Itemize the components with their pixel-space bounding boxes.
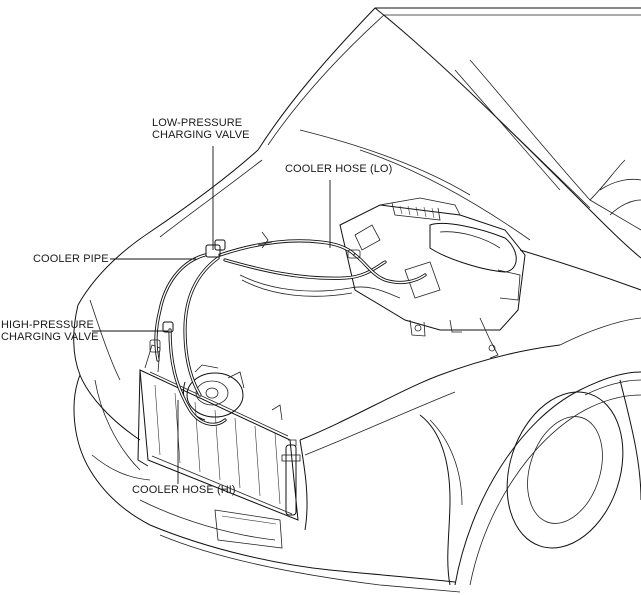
condenser xyxy=(137,344,301,521)
label-cooler-hose-lo: COOLER HOSE (LO) xyxy=(285,163,393,175)
label-line: CHARGING VALVE xyxy=(1,331,99,343)
refrigerant-lines xyxy=(149,231,427,426)
label-line: HIGH-PRESSURE xyxy=(1,319,94,331)
vehicle-body xyxy=(73,7,641,593)
label-low-pressure-charging-valve: LOW-PRESSURE CHARGING VALVE xyxy=(152,117,250,141)
hvac-unit xyxy=(339,197,526,359)
label-line: LOW-PRESSURE xyxy=(152,117,243,129)
label-cooler-pipe: COOLER PIPE xyxy=(33,253,109,265)
label-cooler-hose-hi: COOLER HOSE (HI) xyxy=(132,484,236,496)
leader-lines xyxy=(92,146,331,484)
label-line: CHARGING VALVE xyxy=(152,129,250,141)
label-high-pressure-charging-valve: HIGH-PRESSURE CHARGING VALVE xyxy=(1,319,99,343)
